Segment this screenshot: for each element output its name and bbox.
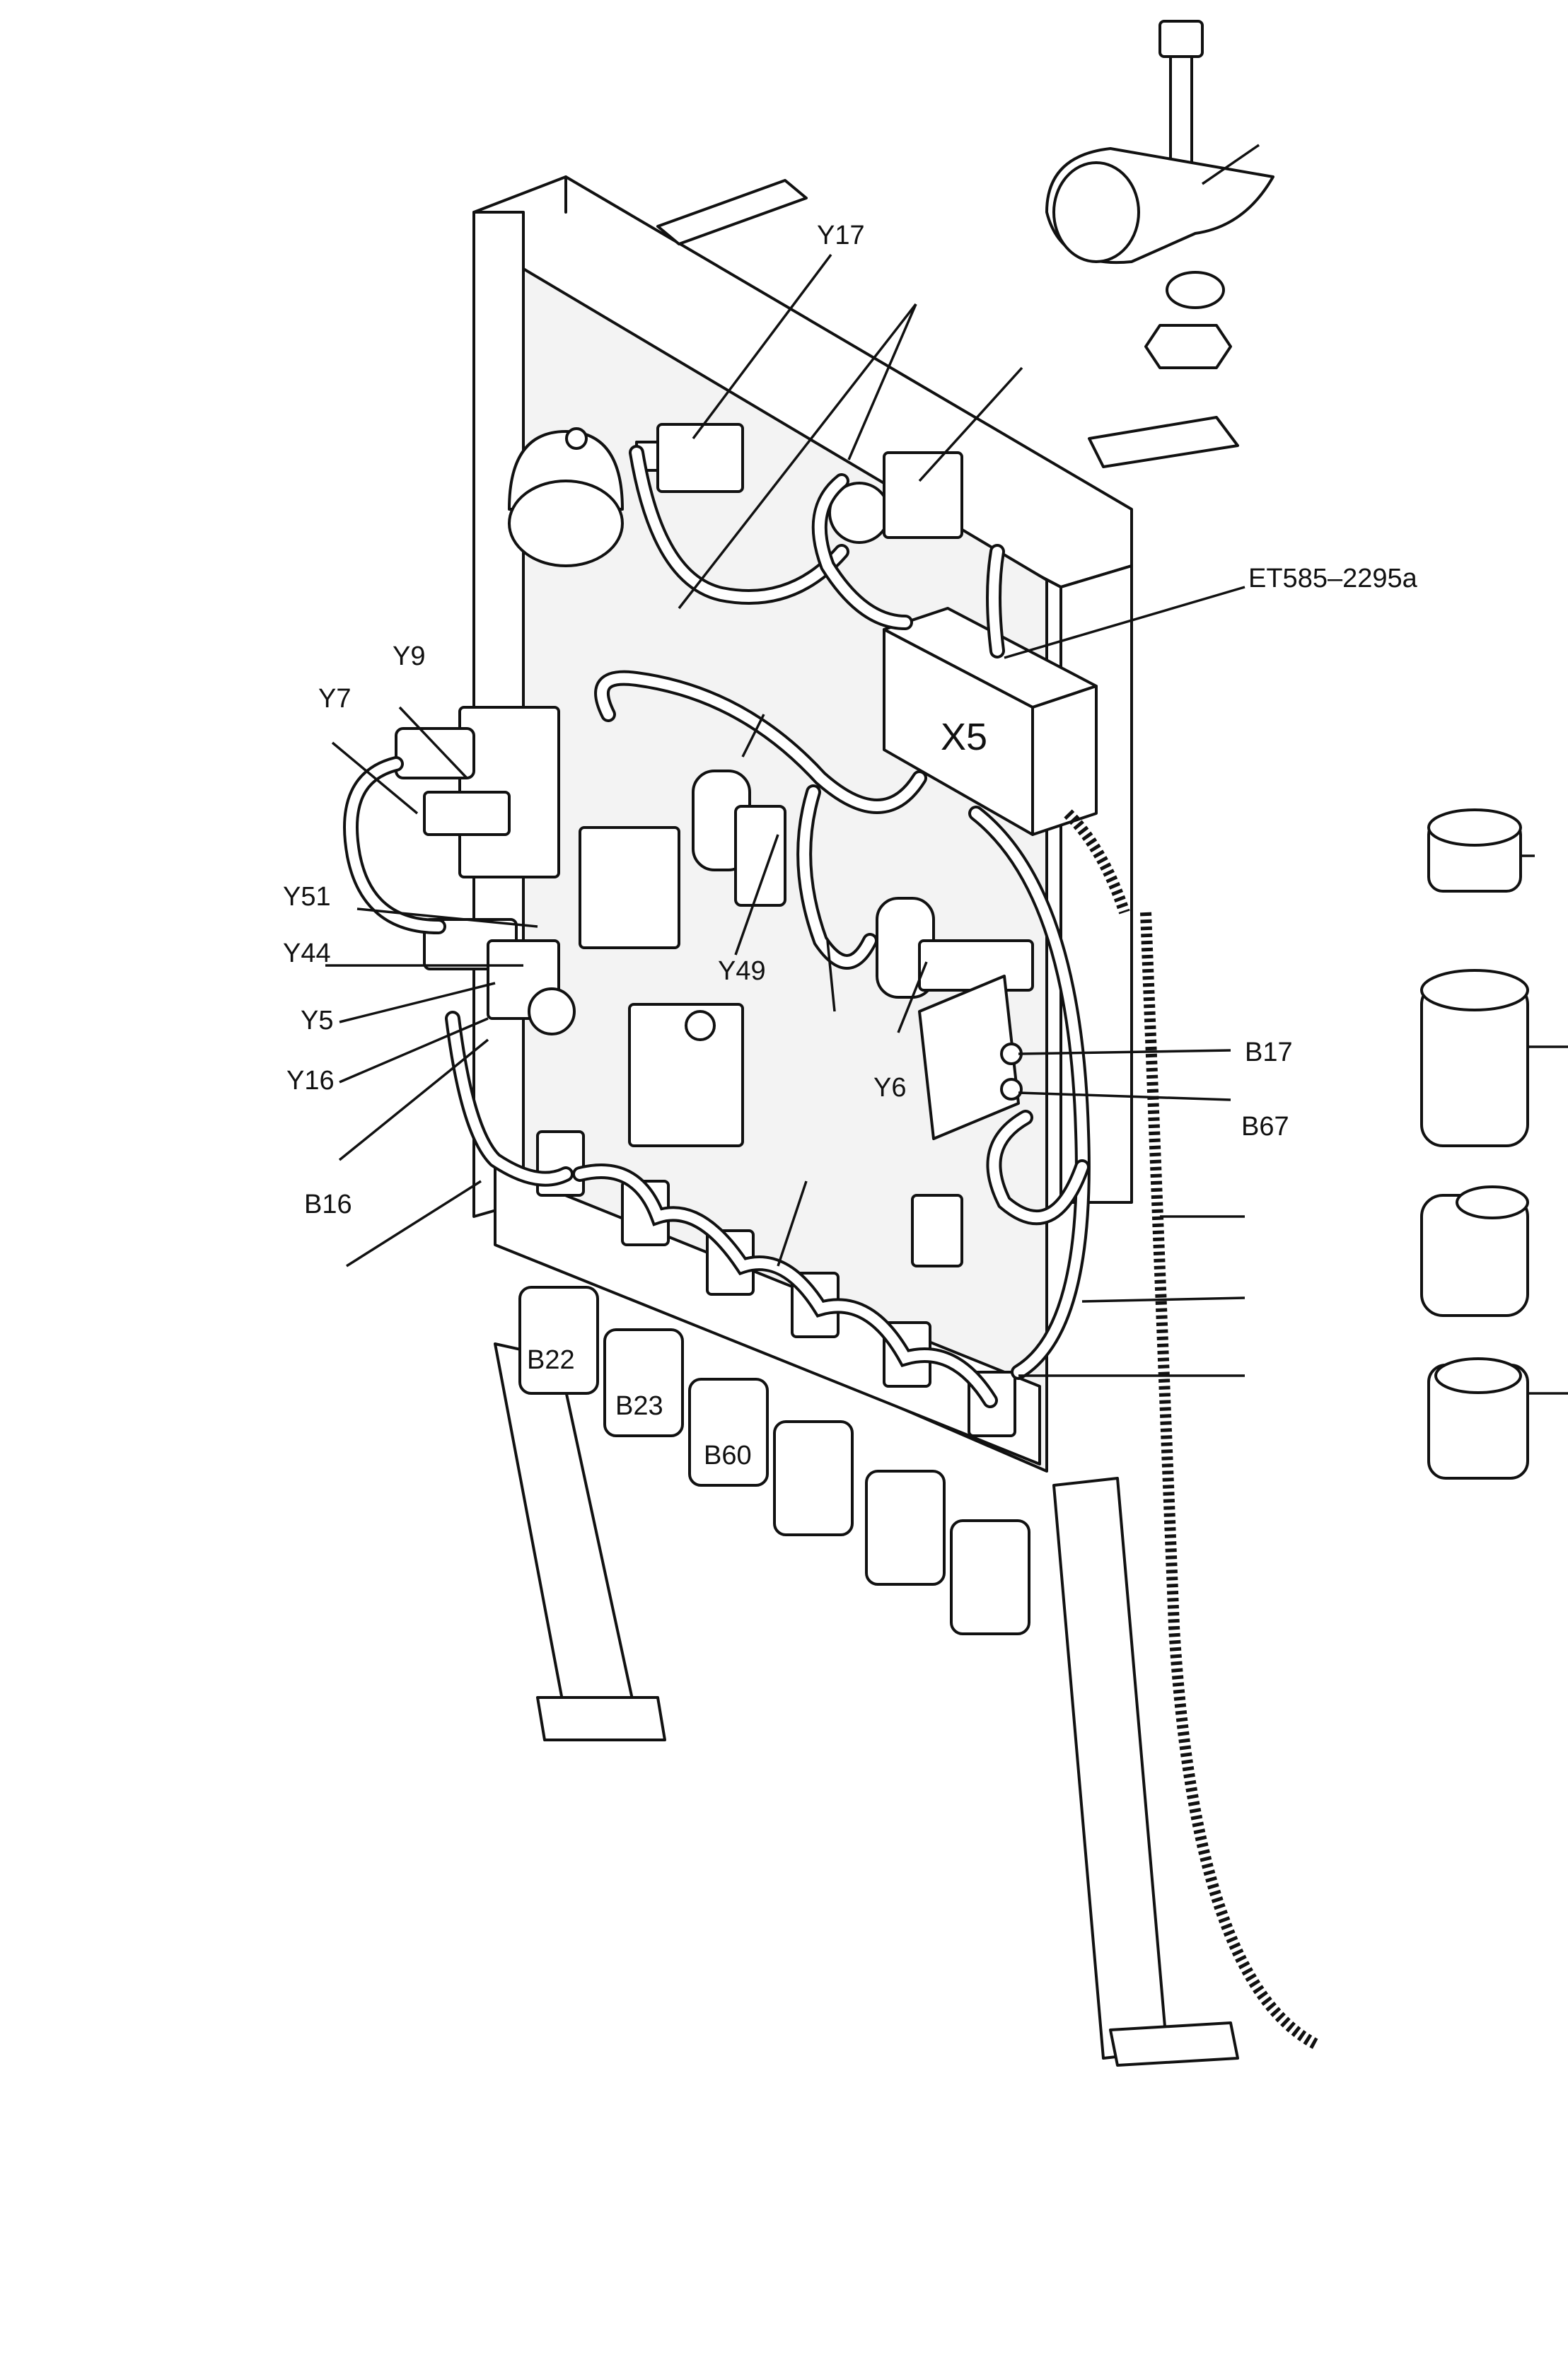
label-y16: Y16 — [286, 1066, 335, 1096]
valve-upper-right — [828, 451, 963, 544]
label-y5: Y5 — [301, 1006, 333, 1035]
label-y44: Y44 — [283, 939, 331, 968]
label-b17: B17 — [1245, 1038, 1293, 1067]
x5-label: X5 — [941, 716, 987, 758]
label-et585: ET585–2295a — [1248, 564, 1418, 593]
valve-cluster-left — [395, 706, 576, 1035]
filter-canisters — [518, 1286, 1030, 1635]
label-y7: Y7 — [318, 684, 351, 714]
label-b23: B23 — [615, 1391, 663, 1421]
filter-manifold — [494, 1130, 1041, 1635]
bolt-clamp-assembly — [1045, 20, 1274, 369]
label-b22: B22 — [527, 1345, 575, 1375]
label-b67: B67 — [1241, 1112, 1289, 1142]
valve-middle — [579, 770, 786, 1147]
junction-box-x5: X5 — [883, 607, 1098, 836]
label-b60: B60 — [704, 1441, 752, 1470]
component-labels: Y17 ET585–2295a Y9 Y7 Y51 Y44 Y49 Y5 Y16… — [283, 221, 1418, 1470]
wiring-harness — [343, 445, 1318, 2050]
label-y17: Y17 — [817, 221, 865, 250]
accumulator-icon — [508, 427, 624, 567]
label-y51: Y51 — [283, 882, 331, 912]
valve-y6 — [876, 897, 1034, 1267]
label-y9: Y9 — [393, 642, 425, 671]
leader-lines — [325, 144, 1568, 1395]
sleeve-assembly — [1420, 808, 1529, 1480]
label-y49: Y49 — [718, 956, 766, 986]
label-y6: Y6 — [873, 1073, 906, 1103]
label-b16: B16 — [304, 1190, 352, 1219]
